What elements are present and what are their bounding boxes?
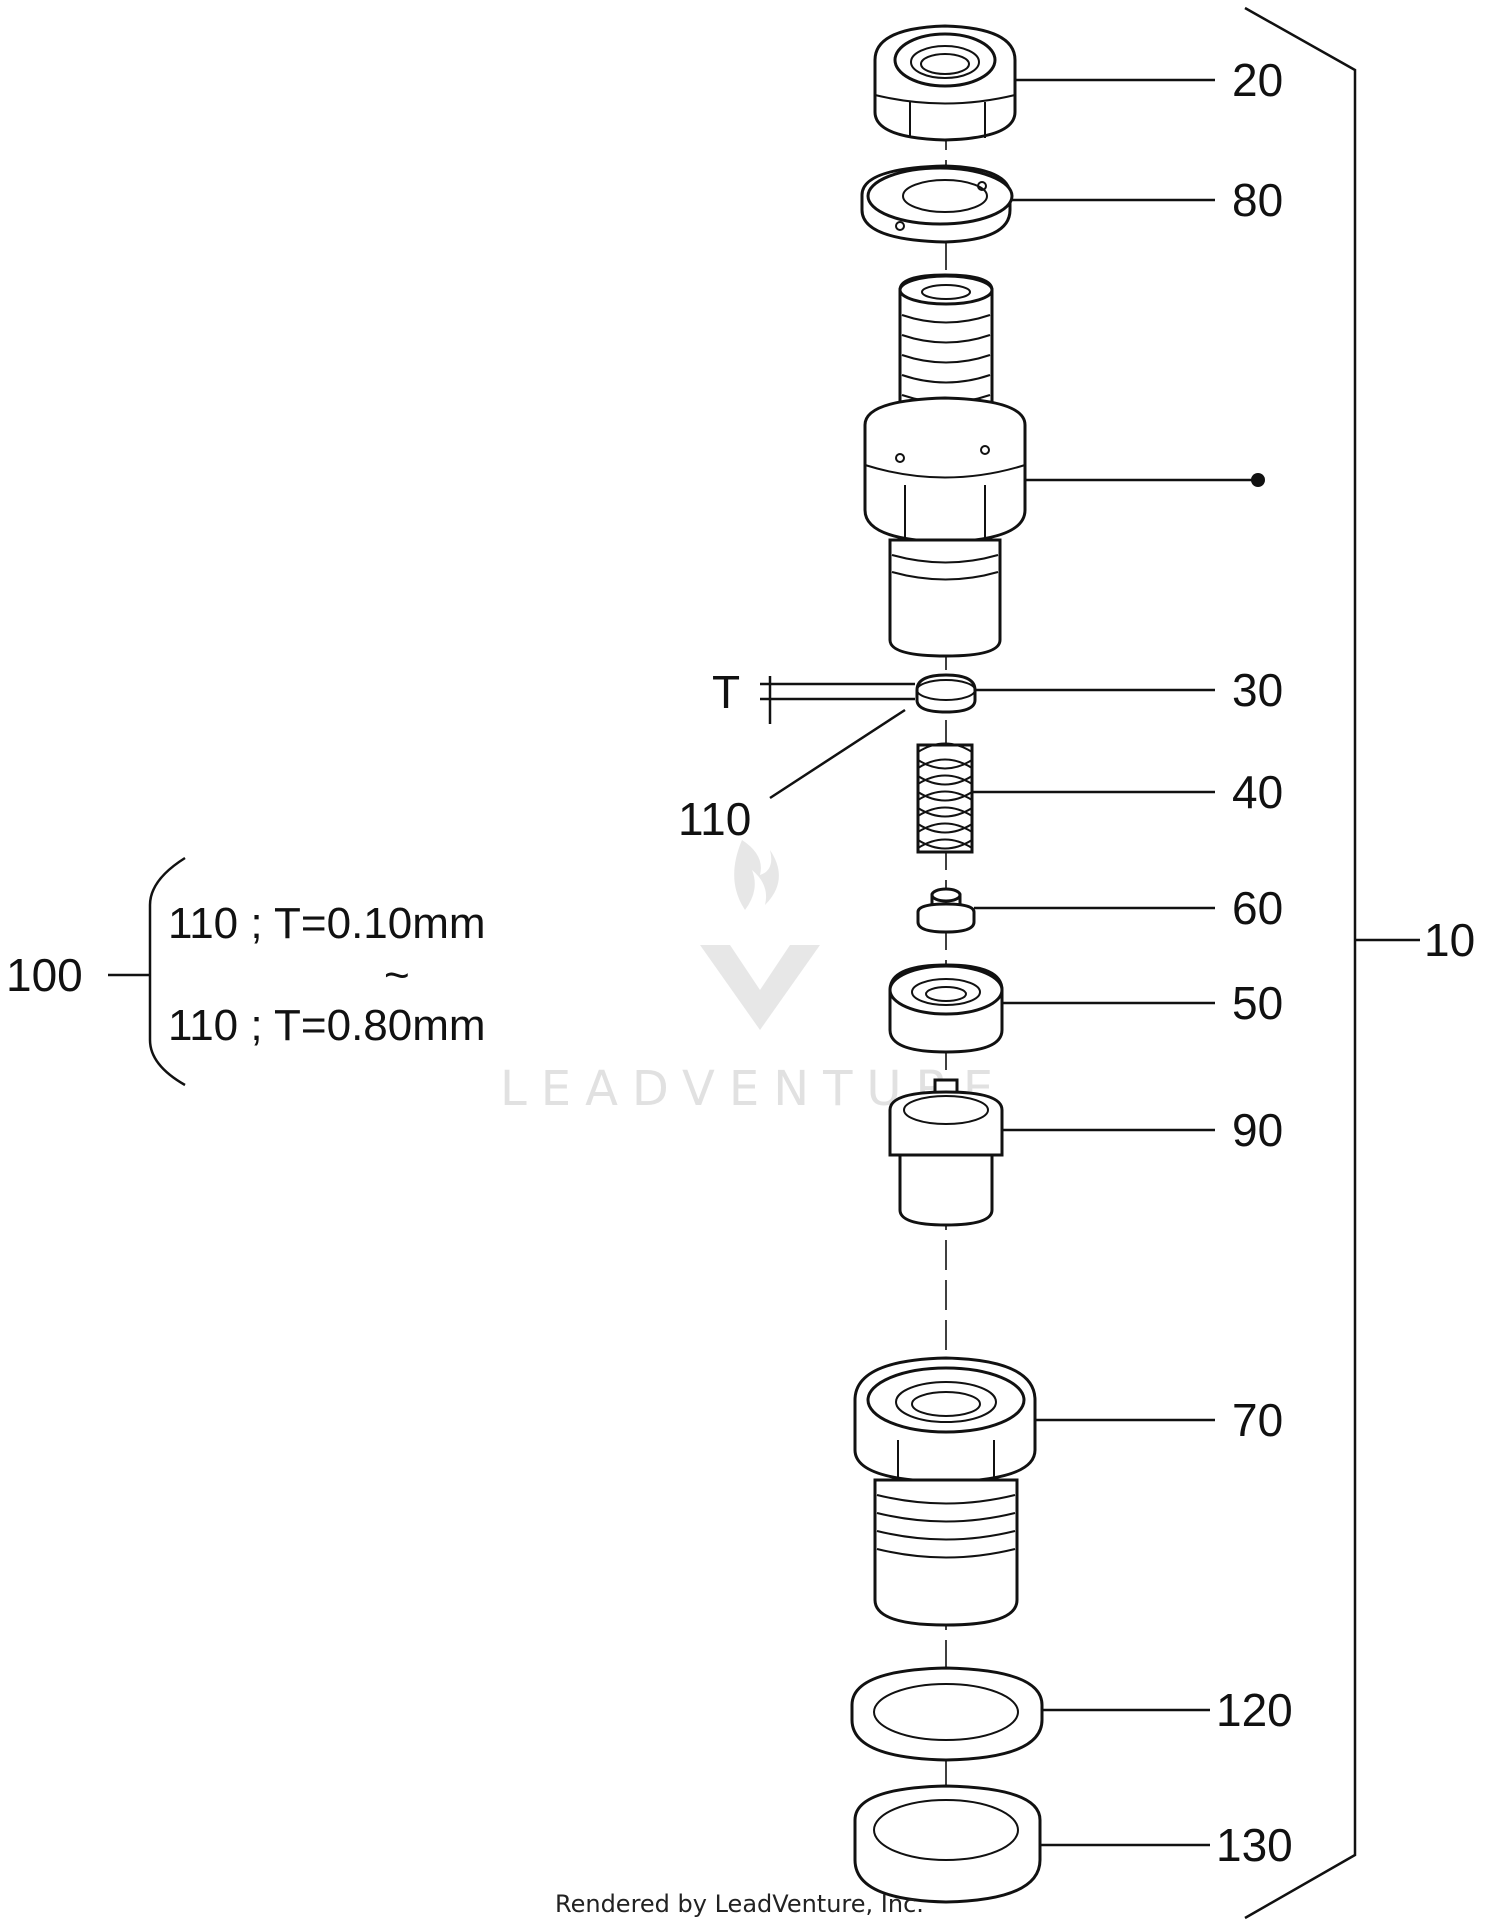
part-60-pin bbox=[916, 887, 976, 934]
callout-130: 130 bbox=[1216, 1819, 1293, 1871]
part-30-shim bbox=[915, 673, 977, 714]
part-70-retaining-nut bbox=[853, 1356, 1037, 1627]
callout-10: 10 bbox=[1424, 914, 1475, 966]
part-120-gasket bbox=[850, 1666, 1044, 1762]
part-nozzle-holder bbox=[863, 273, 1027, 658]
callout-90: 90 bbox=[1232, 1104, 1283, 1156]
thickness-marker-t: T bbox=[712, 666, 740, 718]
part-90-nozzle bbox=[888, 1078, 1004, 1227]
part-130-seal bbox=[853, 1784, 1042, 1904]
note-range-tilde: ~ bbox=[384, 951, 410, 1000]
callout-120: 120 bbox=[1216, 1684, 1293, 1736]
callout-80: 80 bbox=[1232, 174, 1283, 226]
render-credit: Rendered by LeadVenture, Inc. bbox=[555, 1890, 924, 1918]
note-line-1: 110 ; T=0.10mm bbox=[168, 899, 486, 948]
callout-40: 40 bbox=[1232, 766, 1283, 818]
kit-brace bbox=[148, 856, 186, 1087]
leader-lines bbox=[760, 78, 1265, 1847]
callout-100: 100 bbox=[6, 949, 83, 1001]
part-40-spring bbox=[916, 742, 974, 854]
part-20-nut bbox=[873, 24, 1017, 142]
callout-20: 20 bbox=[1232, 54, 1283, 106]
watermark-logo bbox=[700, 840, 820, 1030]
callout-70: 70 bbox=[1232, 1394, 1283, 1446]
callout-110: 110 bbox=[678, 793, 751, 845]
callout-30: 30 bbox=[1232, 664, 1283, 716]
callout-60: 60 bbox=[1232, 882, 1283, 934]
note-line-2: 110 ; T=0.80mm bbox=[168, 1001, 486, 1050]
part-50-distance-piece bbox=[888, 963, 1004, 1054]
callout-50: 50 bbox=[1232, 977, 1283, 1029]
part-80-washer bbox=[860, 164, 1014, 244]
assembly-bracket bbox=[1244, 6, 1357, 1920]
